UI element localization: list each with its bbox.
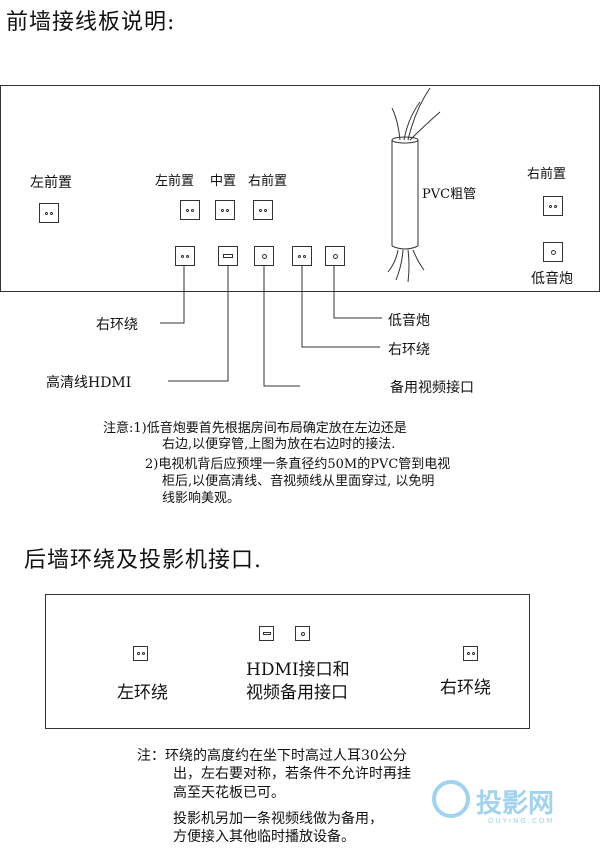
callout-surround-left: 右环绕 xyxy=(96,317,138,333)
callout-subwoofer: 低音炮 xyxy=(388,313,430,329)
label-hdmi-line-2: 视频备用接口 xyxy=(246,683,348,703)
subwoofer-socket xyxy=(325,246,345,266)
label-pvc-pipe: PVC粗管 xyxy=(422,187,477,202)
rear-video-socket xyxy=(295,626,310,641)
left-front-speaker-socket-2 xyxy=(180,200,200,220)
rear-note-line-5: 方便接入其他临时播放设备。 xyxy=(173,829,355,845)
label-hdmi-line-1: HDMI接口和 xyxy=(246,660,350,680)
surround-speaker-socket xyxy=(175,246,195,266)
label-right-surround: 右环绕 xyxy=(440,678,491,698)
watermark-subtext: OUYING.COM xyxy=(488,817,555,825)
label-right-front-right: 右前置 xyxy=(527,167,567,182)
hdmi-socket xyxy=(218,246,238,266)
right-surround-socket xyxy=(463,646,478,661)
callout-hdmi: 高清线HDMI xyxy=(46,375,132,391)
pvc-pipe xyxy=(387,87,441,283)
front-note-line-3: 2)电视机背后应预埋一条直径约50M的PVC管到电视 xyxy=(145,457,451,472)
right-front-speaker-socket-right xyxy=(543,196,563,216)
rear-wall-title: 后墙环绕及投影机接口. xyxy=(24,548,262,573)
surround-speaker-socket-2 xyxy=(292,246,312,266)
front-note-line-2: 右边,以便穿管,上图为放在右边时的接法. xyxy=(162,437,396,452)
rear-note-line-4: 投影机另加一条视频线做为备用， xyxy=(173,811,383,827)
center-speaker-socket xyxy=(215,200,235,220)
front-note-line-5: 线影响美观。 xyxy=(162,491,241,506)
front-note-line-4: 柜后,以便高清线、音视频线从里面穿过, 以免明 xyxy=(162,474,435,489)
label-subwoofer-right: 低音炮 xyxy=(531,271,573,287)
left-surround-socket xyxy=(133,646,148,661)
callout-surround-right: 右环绕 xyxy=(388,342,430,358)
label-center: 中置 xyxy=(210,174,237,189)
left-front-speaker-socket xyxy=(39,203,59,223)
rear-note-line-3: 高至天花板已可。 xyxy=(173,785,285,801)
right-front-speaker-socket xyxy=(253,200,273,220)
watermark-logo-icon xyxy=(432,780,470,818)
label-right-front: 右前置 xyxy=(248,174,288,189)
rear-note-line-2: 出，左右要对称，若条件不允许时再挂 xyxy=(173,766,411,782)
front-wall-title: 前墙接线板说明: xyxy=(6,10,176,35)
label-left-front: 左前置 xyxy=(30,175,72,191)
label-left-front-2: 左前置 xyxy=(155,174,195,189)
subwoofer-socket-right xyxy=(543,242,563,262)
front-note-line-1: 注意:1)低音炮要首先根据房间布局确定放在左边还是 xyxy=(103,421,407,436)
rear-hdmi-socket xyxy=(259,626,274,641)
watermark-text: 投影网 xyxy=(476,789,555,819)
callout-backup-video: 备用视频接口 xyxy=(390,380,474,396)
rear-note-line-1: 注：环绕的高度约在坐下时高过人耳30公分 xyxy=(137,748,407,764)
rear-wall-panel xyxy=(45,594,530,729)
label-left-surround: 左环绕 xyxy=(117,683,168,703)
backup-video-socket xyxy=(254,246,274,266)
